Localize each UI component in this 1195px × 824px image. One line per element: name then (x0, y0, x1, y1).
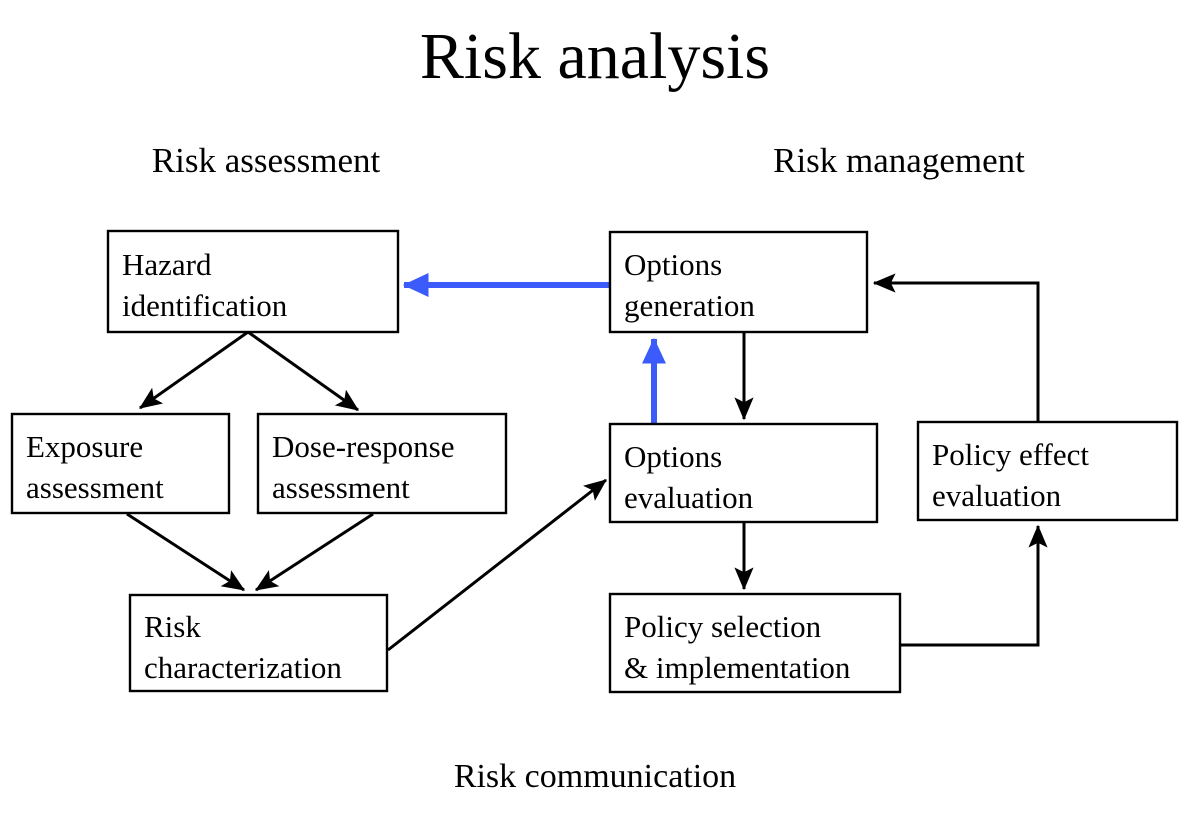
edge-exposure-to-risk-characterization (126, 512, 246, 592)
node-label-line-1: Options (624, 439, 722, 474)
node-options-generation[interactable]: Options generation (608, 230, 869, 334)
node-box[interactable] (10, 412, 231, 515)
node-label-line-2: identification (122, 288, 288, 323)
edge-layer (126, 273, 1048, 652)
node-box[interactable] (916, 420, 1179, 522)
node-label-line-1: Exposure (26, 429, 143, 464)
footer-label-risk-communication: Risk communication (454, 758, 736, 795)
node-label-line-2: assessment (26, 470, 164, 505)
node-label-line-1: Risk (144, 609, 201, 644)
edge-hazard-to-dose-response (247, 330, 359, 412)
node-options-evaluation[interactable]: Options evaluation (608, 422, 879, 524)
edge-risk-characterization-to-options-evaluation (387, 478, 607, 652)
node-label-line-2: evaluation (624, 480, 754, 515)
node-label-line-2: generation (624, 288, 755, 323)
node-box[interactable] (608, 422, 879, 524)
page-title: Risk analysis (420, 20, 770, 93)
node-policy-selection-implementation[interactable]: Policy selection & implementation (608, 592, 902, 694)
node-label-line-2: evaluation (932, 478, 1062, 513)
node-label-line-1: Options (624, 247, 722, 282)
node-box[interactable] (256, 412, 508, 515)
node-box[interactable] (608, 592, 902, 694)
edge-dose-response-to-risk-characterization (254, 512, 374, 592)
node-label-line-2: & implementation (624, 650, 851, 685)
node-label-line-1: Hazard (122, 247, 212, 282)
edge-hazard-to-exposure (139, 330, 249, 410)
node-label-line-1: Dose-response (272, 429, 455, 464)
node-box[interactable] (106, 229, 400, 334)
node-risk-characterization[interactable]: Risk characterization (128, 593, 389, 693)
node-hazard-identification[interactable]: Hazard identification (106, 229, 400, 334)
node-label-line-1: Policy effect (932, 437, 1089, 472)
node-label-line-1: Policy selection (624, 609, 822, 644)
node-label-line-2: assessment (272, 470, 410, 505)
node-policy-effect-evaluation[interactable]: Policy effect evaluation (916, 420, 1179, 522)
edge-policy-effect-to-options-generation (872, 273, 1040, 421)
node-dose-response-assessment[interactable]: Dose-response assessment (256, 412, 508, 515)
node-label-line-2: characterization (144, 650, 342, 685)
node-box[interactable] (608, 230, 869, 334)
node-exposure-assessment[interactable]: Exposure assessment (10, 412, 231, 515)
section-label-risk-management: Risk management (773, 141, 1025, 180)
edge-policy-selection-to-policy-effect (901, 524, 1048, 647)
section-label-risk-assessment: Risk assessment (152, 141, 381, 180)
node-box[interactable] (128, 593, 389, 693)
